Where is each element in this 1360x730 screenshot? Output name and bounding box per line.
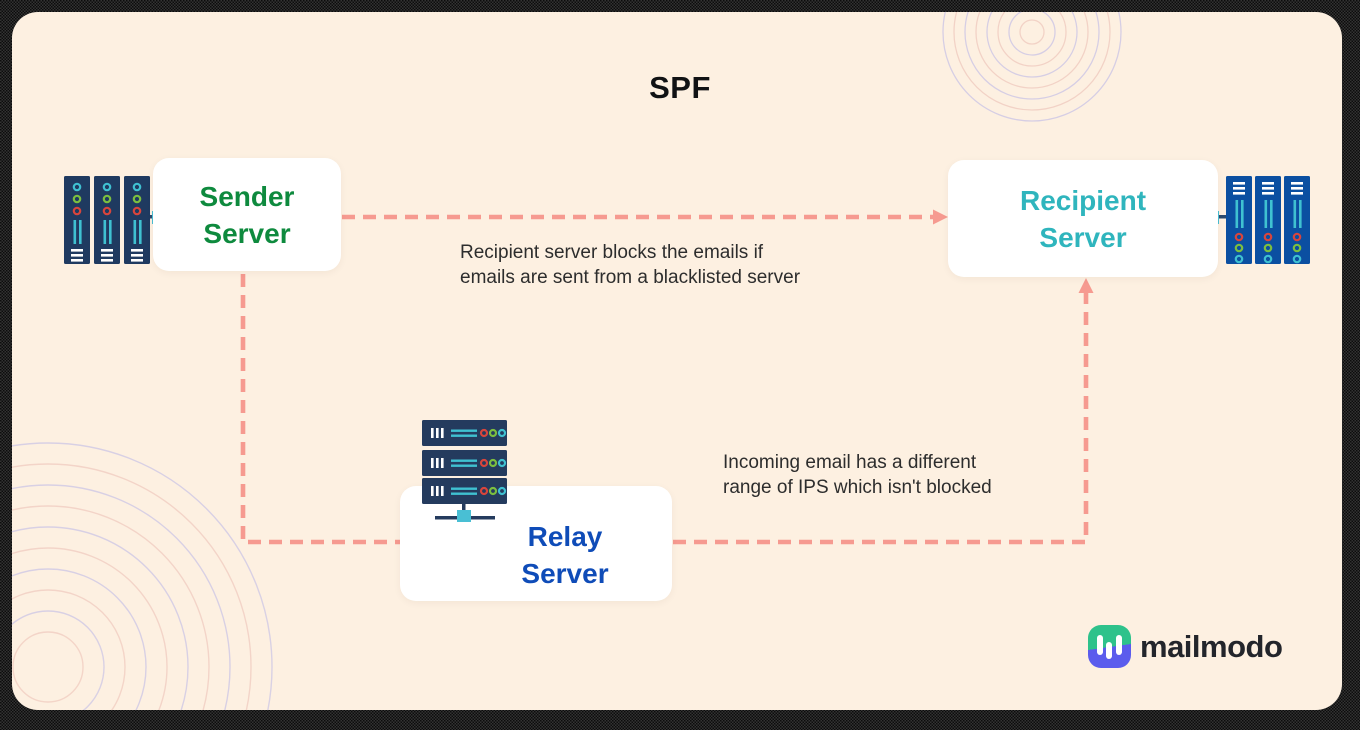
annotation-ips: Incoming email has a different range of … bbox=[723, 452, 992, 498]
logo-bar bbox=[1116, 635, 1122, 655]
recipient-server-icon bbox=[1206, 176, 1310, 264]
annotation-blacklist: Recipient server blocks the emails if em… bbox=[460, 242, 801, 288]
decorative-circles-bottom-left bbox=[12, 442, 273, 710]
logo-bar bbox=[1106, 642, 1112, 659]
relay-label-line1: Relay bbox=[527, 520, 603, 552]
node-sender-server: Sender Server bbox=[153, 158, 341, 271]
brand-name: mailmodo bbox=[1140, 628, 1283, 664]
mailmodo-icon bbox=[1088, 625, 1131, 668]
page-title: SPF bbox=[649, 70, 711, 105]
sender-label-line1: Sender bbox=[199, 180, 295, 212]
diagram-canvas bbox=[12, 12, 1342, 710]
recipient-label-line1: Recipient bbox=[1019, 184, 1147, 216]
brand-logo: mailmodo bbox=[1088, 625, 1283, 668]
logo-bar bbox=[1097, 635, 1103, 655]
recipient-label-line2: Server bbox=[1039, 221, 1127, 253]
node-recipient-server: Recipient Server bbox=[948, 160, 1218, 277]
sender-server-icon bbox=[64, 176, 165, 264]
relay-server-icon bbox=[422, 420, 507, 522]
decorative-circles-top-right bbox=[942, 12, 1122, 122]
relay-label-line2: Server bbox=[521, 557, 609, 589]
node-relay-server: Relay Server bbox=[400, 486, 672, 601]
sender-label-line2: Server bbox=[203, 217, 291, 249]
